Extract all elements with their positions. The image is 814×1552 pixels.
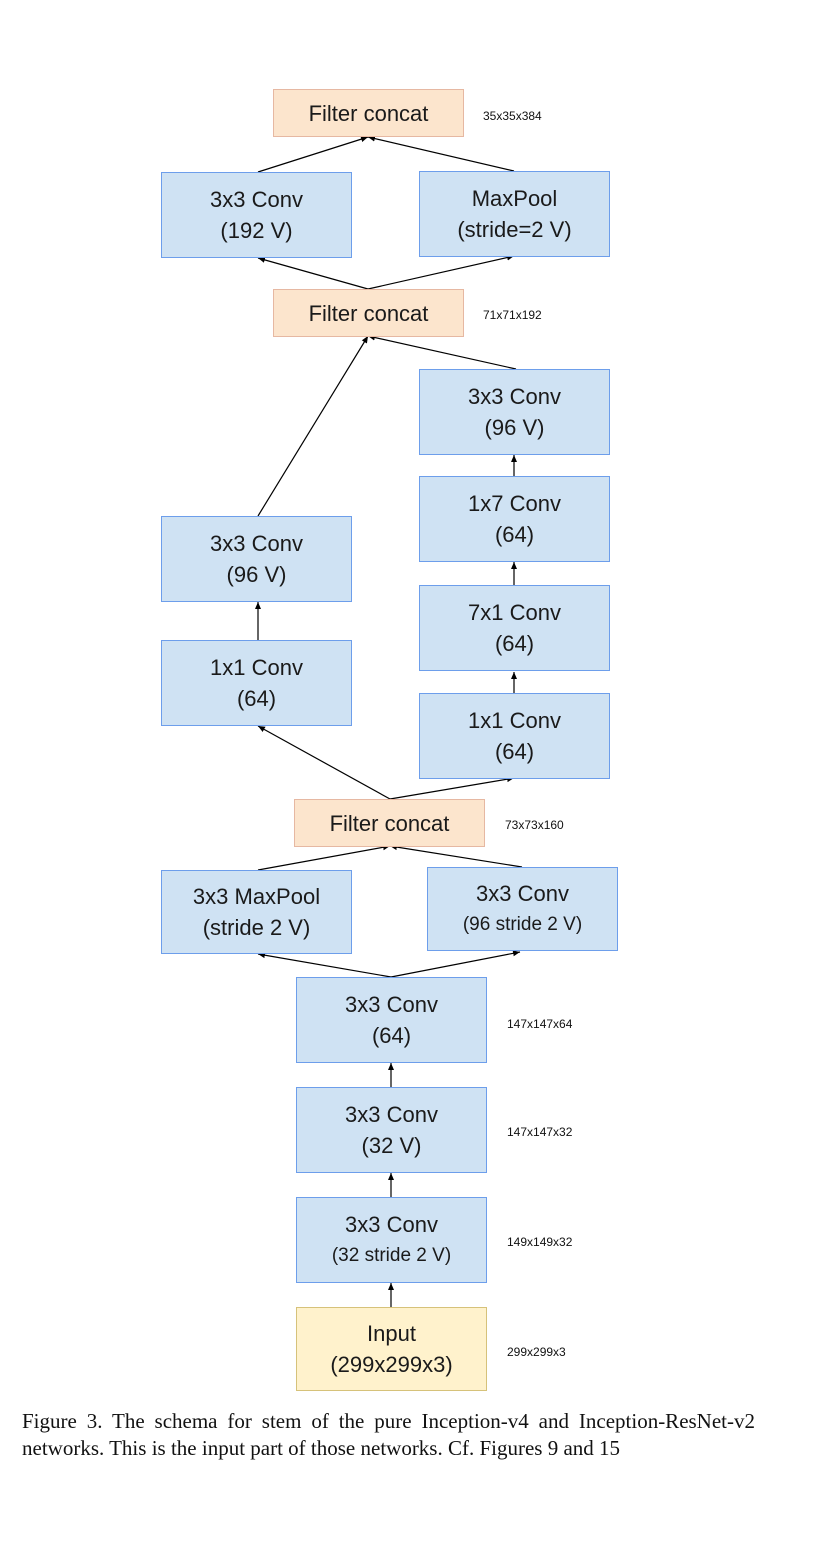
dims-input: 299x299x3: [507, 1345, 566, 1359]
node-sub: (32 V): [361, 1133, 422, 1158]
conv-3x3-32-stride2v: 3x3 Conv (32 stride 2 V): [296, 1197, 487, 1283]
edge-conv-192v-to-concat3: [257, 136, 369, 173]
node-sub: (64): [494, 739, 535, 764]
node-title: 3x3 Conv: [468, 384, 561, 409]
edge-concat2-to-maxpool-s2v: [367, 254, 515, 290]
node-sub: (192 V): [220, 218, 293, 243]
node-title: 3x3 MaxPool: [192, 884, 321, 909]
filter-concat-top: Filter concat: [273, 89, 464, 137]
node-title: 7x1 Conv: [468, 600, 561, 625]
node-title: Filter concat: [308, 100, 429, 126]
conv-3x3-32v: 3x3 Conv (32 V): [296, 1087, 487, 1173]
dims-conv-3x3-32v: 147x147x32: [507, 1125, 573, 1139]
node-sub: (stride=2 V): [457, 217, 572, 242]
node-sub: (299x299x3): [330, 1352, 453, 1377]
maxpool-3x3-stride2v: 3x3 MaxPool (stride 2 V): [161, 870, 352, 954]
dims-filter-concat-middle: 71x71x192: [483, 308, 542, 322]
node-sub: (96 V): [484, 415, 545, 440]
node-title: Input: [367, 1321, 416, 1346]
node-title: Filter concat: [308, 300, 429, 326]
edge-conv3-96v-left-to-concat2: [257, 335, 369, 517]
conv-3x3-64: 3x3 Conv (64): [296, 977, 487, 1063]
node-title: 1x1 Conv: [210, 655, 303, 680]
node-sub: (32 stride 2 V): [331, 1245, 452, 1266]
edge-conv3-64-to-maxpool3-s2v: [257, 952, 392, 978]
conv-3x3-192v: 3x3 Conv (192 V): [161, 172, 352, 258]
node-sub: (stride 2 V): [202, 915, 311, 940]
node-title: 3x3 Conv: [210, 531, 303, 556]
edge-conv3-96v-right-to-concat2: [367, 334, 517, 370]
node-title: 3x3 Conv: [210, 187, 303, 212]
maxpool-stride2v: MaxPool (stride=2 V): [419, 171, 610, 257]
edge-concat1-to-conv1-right: [389, 776, 515, 800]
node-title: Filter concat: [329, 810, 450, 836]
edge-conv3-96s2v-to-concat1: [389, 844, 523, 868]
edge-concat1-to-conv1-left: [257, 725, 391, 800]
dims-conv-3x3-64: 147x147x64: [507, 1017, 573, 1031]
conv-3x3-96-stride2v: 3x3 Conv (96 stride 2 V): [427, 867, 618, 951]
conv-3x3-96v-right: 3x3 Conv (96 V): [419, 369, 610, 455]
edge-concat2-to-conv-192v: [257, 257, 369, 290]
node-title: 3x3 Conv: [476, 881, 569, 906]
conv-7x1: 7x1 Conv (64): [419, 585, 610, 671]
dims-filter-concat-top: 35x35x384: [483, 109, 542, 123]
edge-maxpool-s2v-to-concat3: [367, 135, 515, 172]
node-title: 3x3 Conv: [345, 992, 438, 1017]
filter-concat-middle: Filter concat: [273, 289, 464, 337]
figure-caption: Figure 3. The schema for stem of the pur…: [22, 1409, 755, 1460]
conv-1x1-right: 1x1 Conv (64): [419, 693, 610, 779]
dims-conv-3x3-32-stride2v: 149x149x32: [507, 1235, 573, 1249]
edge-conv3-64-to-conv3-96s2v: [390, 950, 521, 978]
node-sub: (64): [494, 522, 535, 547]
node-title: 1x7 Conv: [468, 491, 561, 516]
node-sub: (64): [371, 1023, 412, 1048]
node-title: 1x1 Conv: [468, 708, 561, 733]
conv-3x3-96v-left: 3x3 Conv (96 V): [161, 516, 352, 602]
filter-concat-bottom: Filter concat: [294, 799, 485, 847]
node-sub: (64): [494, 631, 535, 656]
dims-filter-concat-bottom: 73x73x160: [505, 818, 564, 832]
edge-maxpool3-s2v-to-concat1: [257, 844, 391, 871]
node-title: 3x3 Conv: [345, 1212, 438, 1237]
node-sub: (96 V): [226, 562, 287, 587]
input-node: Input (299x299x3): [296, 1307, 487, 1391]
conv-1x7: 1x7 Conv (64): [419, 476, 610, 562]
node-title: 3x3 Conv: [345, 1102, 438, 1127]
conv-1x1-left: 1x1 Conv (64): [161, 640, 352, 726]
node-sub: (96 stride 2 V): [462, 914, 583, 935]
node-sub: (64): [236, 686, 277, 711]
node-title: MaxPool: [471, 186, 558, 211]
